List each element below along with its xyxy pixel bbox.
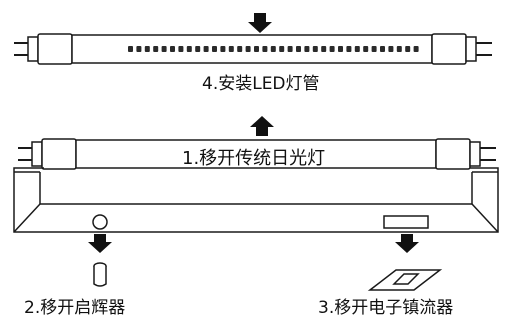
step-4-label: 4.安装LED灯管 [202,74,320,94]
led-chip [212,46,217,52]
led-chip [220,46,226,52]
led-chip [136,46,142,52]
led-chip [144,46,150,52]
down-arrow-icon [395,234,419,253]
led-chip [338,46,343,52]
down-arrow-icon [88,234,112,253]
ballast-icon [367,269,443,291]
led-chip [270,46,276,52]
fixture-assembly [13,116,499,291]
led-chip [363,46,369,52]
led-chip [388,46,394,52]
ballast-slot [383,215,429,229]
led-chip [195,46,201,52]
led-chip [405,46,411,52]
led-chip [128,46,133,52]
step-3-label: 3.移开电子镇流器 [318,298,454,318]
step-1-label: 1.移开传统日光灯 [182,148,326,169]
led-chip [161,46,167,52]
led-chip [279,46,285,52]
led-chip [396,46,402,52]
led-chip [262,46,268,52]
led-chip [153,46,159,52]
down-arrow-icon [248,13,272,33]
led-chip [178,46,184,52]
led-chip [321,46,327,52]
starter-socket [92,214,108,230]
led-chip [329,46,335,52]
led-chip [237,46,243,52]
led-chip-row [128,46,419,52]
led-tube [14,13,492,65]
led-chip [228,46,234,52]
led-chip [296,46,301,52]
led-chip [170,46,175,52]
led-chip [287,46,293,52]
step-2-label: 2.移开启辉器 [24,298,126,318]
led-chip [413,46,419,52]
fluorescent-tube [18,138,496,170]
led-chip [186,46,192,52]
led-chip [245,46,251,52]
led-chip [380,46,385,52]
up-arrow-icon [250,116,274,136]
led-chip [354,46,360,52]
led-chip [203,46,209,52]
led-chip [304,46,310,52]
led-chip [254,46,259,52]
led-chip [312,46,318,52]
starter-icon [93,262,107,287]
led-chip [346,46,352,52]
led-chip [371,46,377,52]
fixture-housing [13,167,499,233]
